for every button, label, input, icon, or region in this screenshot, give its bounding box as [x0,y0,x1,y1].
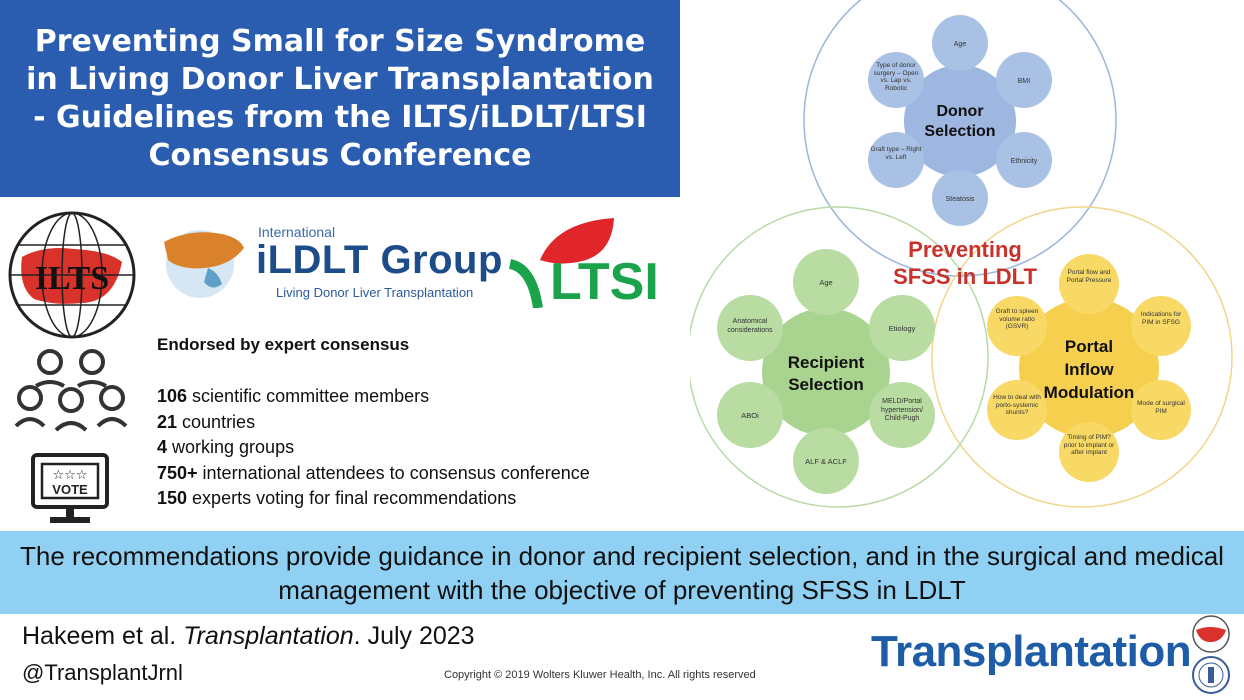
donor-petal-ethnicity: Ethnicity [1011,158,1038,165]
stat-committee: 106 scientific committee members [157,386,429,407]
donor-petal-age: Age [954,41,967,48]
title-banner: Preventing Small for Size Syndrome in Li… [0,0,680,197]
portal-petal-flow: Portal flow and Portal Pressure [1066,269,1112,284]
portal-petal-mode: Mode of surgical PIM [1137,400,1185,415]
portal-petal-gsvr: Graft to spleen volume ratio (GSVR) [995,308,1039,330]
stat-number: 21 [157,412,178,432]
stat-number: 106 [157,386,188,406]
portal-petal-timing: Timing of PIM? prior to implant or after… [1063,434,1115,456]
portal-title-3: Modulation [1044,383,1135,402]
donor-outer-circle [803,0,1117,277]
donor-cluster [868,15,1052,226]
portal-petal-shunts: How to deal with porto-systemic shunts? [993,394,1041,416]
recipient-petal-aboi: ABOi [741,411,759,420]
donor-petal-steatosis: Steatosis [946,196,975,203]
recipient-petal-age: Age [819,278,832,287]
twitter-handle[interactable]: @TransplantJrnl [22,660,183,685]
citation-date: . July 2023 [353,622,475,650]
ildlt-subtitle: Living Donor Liver Transplantation [276,285,474,300]
stat-countries: 21 countries [157,412,255,433]
recipient-title-1: Recipient [788,353,865,372]
summary-text: The recommendations provide guidance in … [20,541,1224,605]
stat-label: scientific committee members [187,386,430,406]
ilts-logo: ILTS [8,211,136,339]
recipient-outer-circle [690,206,989,508]
endorsed-heading: Endorsed by expert consensus [157,335,410,354]
portal-title-1: Portal [1065,337,1113,356]
recipient-petal-meld: MELD/Portal hypertension/ Child-Pugh [880,398,924,422]
stat-experts: 150 experts voting for final recommendat… [157,488,516,509]
citation: Hakeem et al. Transplantation. July 2023 [22,622,475,651]
stat-number: 750+ [157,463,198,483]
ltsi-liver-icon [508,218,614,308]
recipient-cluster [717,249,935,494]
ltsi-logo-text: LTSI [550,253,659,311]
portal-outer-circle [931,206,1233,508]
stat-label: countries [177,412,256,432]
ildlt-name: iLDLT Group [256,238,503,282]
svg-text:☆☆☆: ☆☆☆ [53,468,88,483]
ildlt-globe-icon [164,230,244,298]
recipient-title-2: Selection [788,375,864,394]
journal-logo: Transplantation [871,627,1192,676]
recipient-petal-etiology: Etiology [889,324,916,333]
donor-petal-bmi: BMI [1018,78,1031,85]
donor-title-2: Selection [924,123,995,140]
donor-title-1: Donor [936,103,983,120]
center-title-line2: SFSS in LDLT [893,264,1037,289]
vote-monitor-icon: ☆☆☆ VOTE [31,453,109,523]
ilts-logo-text: ILTS [35,260,109,297]
people-group-icon [14,349,128,432]
summary-banner: The recommendations provide guidance in … [0,531,1244,614]
donor-petal-surgery-type: Type of donor surgery – Open vs. Lap vs.… [873,62,919,92]
society-seal-icon [1192,656,1230,694]
donor-petal-graft-type: Graft type – Right vs. Left [870,146,922,161]
portal-title-2: Inflow [1064,360,1114,379]
vote-icon-text: VOTE [52,482,88,497]
stat-label: experts voting for final recommendations [187,488,517,508]
ilts-seal-icon [1192,615,1230,653]
ildlt-international: International [258,224,336,240]
stat-working-groups: 4 working groups [157,437,294,458]
page-title: Preventing Small for Size Syndrome in Li… [26,23,654,173]
portal-cluster [987,254,1191,482]
copyright-text: Copyright © 2019 Wolters Kluwer Health, … [444,669,756,681]
stat-attendees: 750+ international attendees to consensu… [157,463,590,484]
stat-label: working groups [167,437,295,457]
recipient-petal-anatomical: Anatomical considerations [727,318,773,334]
citation-journal: Transplantation [183,622,354,650]
stat-label: international attendees to consensus con… [197,463,590,483]
recipient-petal-alf: ALF & ACLF [805,457,847,466]
stat-number: 4 [157,437,168,457]
portal-petal-indications: Indications for PIM in SFSG [1140,311,1182,326]
venn-diagram: Preventing SFSS in LDLT Donor Selection … [690,0,1233,508]
stat-number: 150 [157,488,188,508]
citation-authors: Hakeem et al. [22,622,184,650]
center-title-line1: Preventing [908,237,1022,262]
